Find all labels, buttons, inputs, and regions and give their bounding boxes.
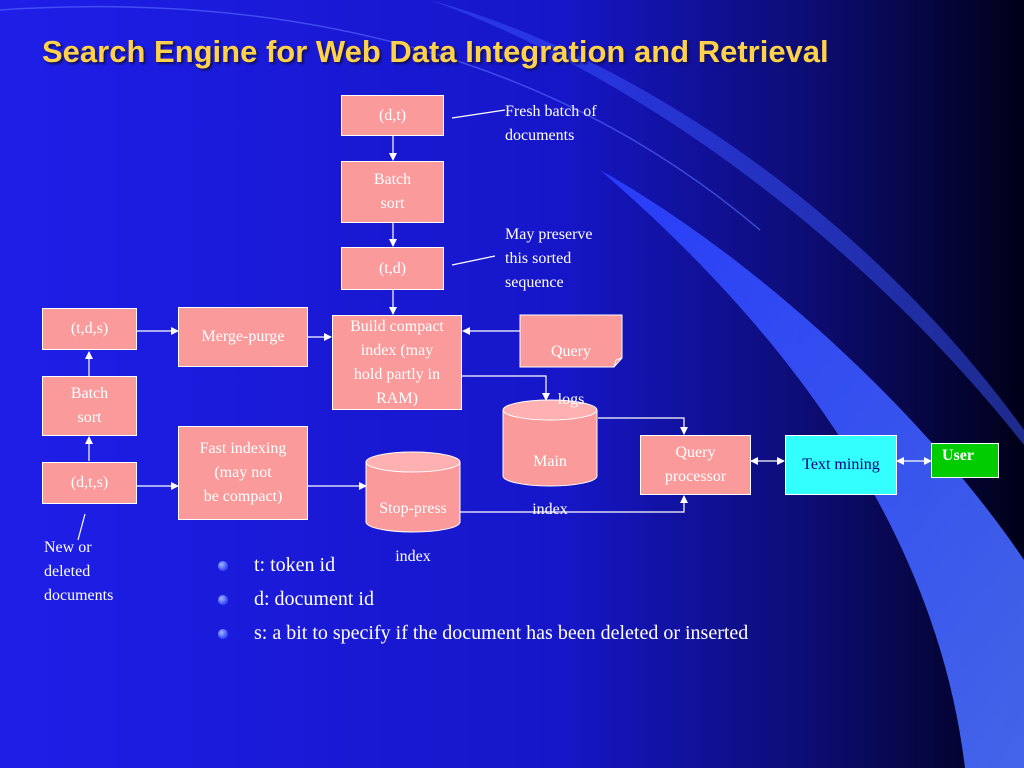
node-td-label: (t,d) xyxy=(378,259,407,277)
text-mining-label: Text mining xyxy=(802,456,880,473)
node-batch-sort-left-line2: sort xyxy=(77,409,102,426)
callout-line-preserve xyxy=(451,255,496,266)
legend-item: s: a bit to specify if the document has … xyxy=(214,620,748,654)
node-main-index: Main index xyxy=(503,426,597,546)
stop-press-line1: Stop-press xyxy=(379,500,447,517)
fast-indexing-line3: be compact) xyxy=(203,488,283,505)
note-new-or-deleted: New or deleted documents xyxy=(44,539,114,604)
build-compact-line4: RAM) xyxy=(376,389,418,407)
main-index-line1: Main xyxy=(533,453,567,470)
node-dt: (d,t) xyxy=(341,95,444,136)
node-tds-label: (t,d,s) xyxy=(70,320,109,337)
user-label: User xyxy=(942,447,974,464)
query-logs-shape xyxy=(519,314,623,368)
node-query-processor: Query processor xyxy=(640,435,751,495)
main-index-cylinder xyxy=(502,399,598,487)
callout-line-new xyxy=(77,513,86,541)
legend-list: t: token id d: document id s: a bit to s… xyxy=(214,552,748,654)
node-user: User xyxy=(931,443,999,478)
node-batch-sort-top-line1: Batch xyxy=(373,171,412,188)
callout-line-fresh xyxy=(451,109,506,119)
node-fast-indexing: Fast indexing (may not be compact) xyxy=(178,426,308,520)
node-text-mining: Text mining xyxy=(785,435,897,495)
build-compact-line2: index (may xyxy=(360,341,434,359)
query-processor-line2: processor xyxy=(664,468,727,485)
query-processor-line1: Query xyxy=(675,444,716,461)
node-dts: (d,t,s) xyxy=(42,462,137,504)
node-build-compact: Build compact index (may hold partly in … xyxy=(332,315,462,410)
node-batch-sort-top: Batch sort xyxy=(341,161,444,223)
build-compact-line1: Build compact xyxy=(350,317,444,335)
node-batch-sort-top-line2: sort xyxy=(380,195,405,212)
node-query-logs: Query logs xyxy=(520,316,622,436)
fast-indexing-line1: Fast indexing xyxy=(199,440,287,457)
note-fresh-batch: Fresh batch of documents xyxy=(505,103,597,144)
stop-press-cylinder xyxy=(365,451,461,533)
node-merge-purge-label: Merge-purge xyxy=(201,328,285,345)
query-logs-line2: logs xyxy=(557,391,585,408)
legend-item: t: token id xyxy=(214,552,748,586)
fast-indexing-line2: (may not xyxy=(214,464,272,481)
node-stop-press: Stop-press index xyxy=(366,473,460,593)
node-td: (t,d) xyxy=(341,247,444,290)
node-dts-label: (d,t,s) xyxy=(70,474,109,491)
arrow-mainindex-to-queryprocessor xyxy=(598,417,688,435)
build-compact-line3: hold partly in xyxy=(353,365,441,383)
node-dt-label: (d,t) xyxy=(378,106,407,124)
stop-press-line2: index xyxy=(395,548,431,565)
node-batch-sort-left: Batch sort xyxy=(42,376,137,436)
arrow-stoppress-to-queryprocessor xyxy=(460,495,688,513)
arrow-build-to-mainindex xyxy=(462,375,550,401)
connectors xyxy=(77,109,932,541)
legend-item: d: document id xyxy=(214,586,748,620)
query-logs-line1: Query xyxy=(551,343,591,360)
note-may-preserve: May preserve this sorted sequence xyxy=(505,226,593,291)
node-merge-purge: Merge-purge xyxy=(178,307,308,367)
main-index-line2: index xyxy=(532,501,568,518)
slide-title: Search Engine for Web Data Integration a… xyxy=(42,34,829,69)
node-batch-sort-left-line1: Batch xyxy=(70,385,109,402)
node-tds: (t,d,s) xyxy=(42,308,137,350)
